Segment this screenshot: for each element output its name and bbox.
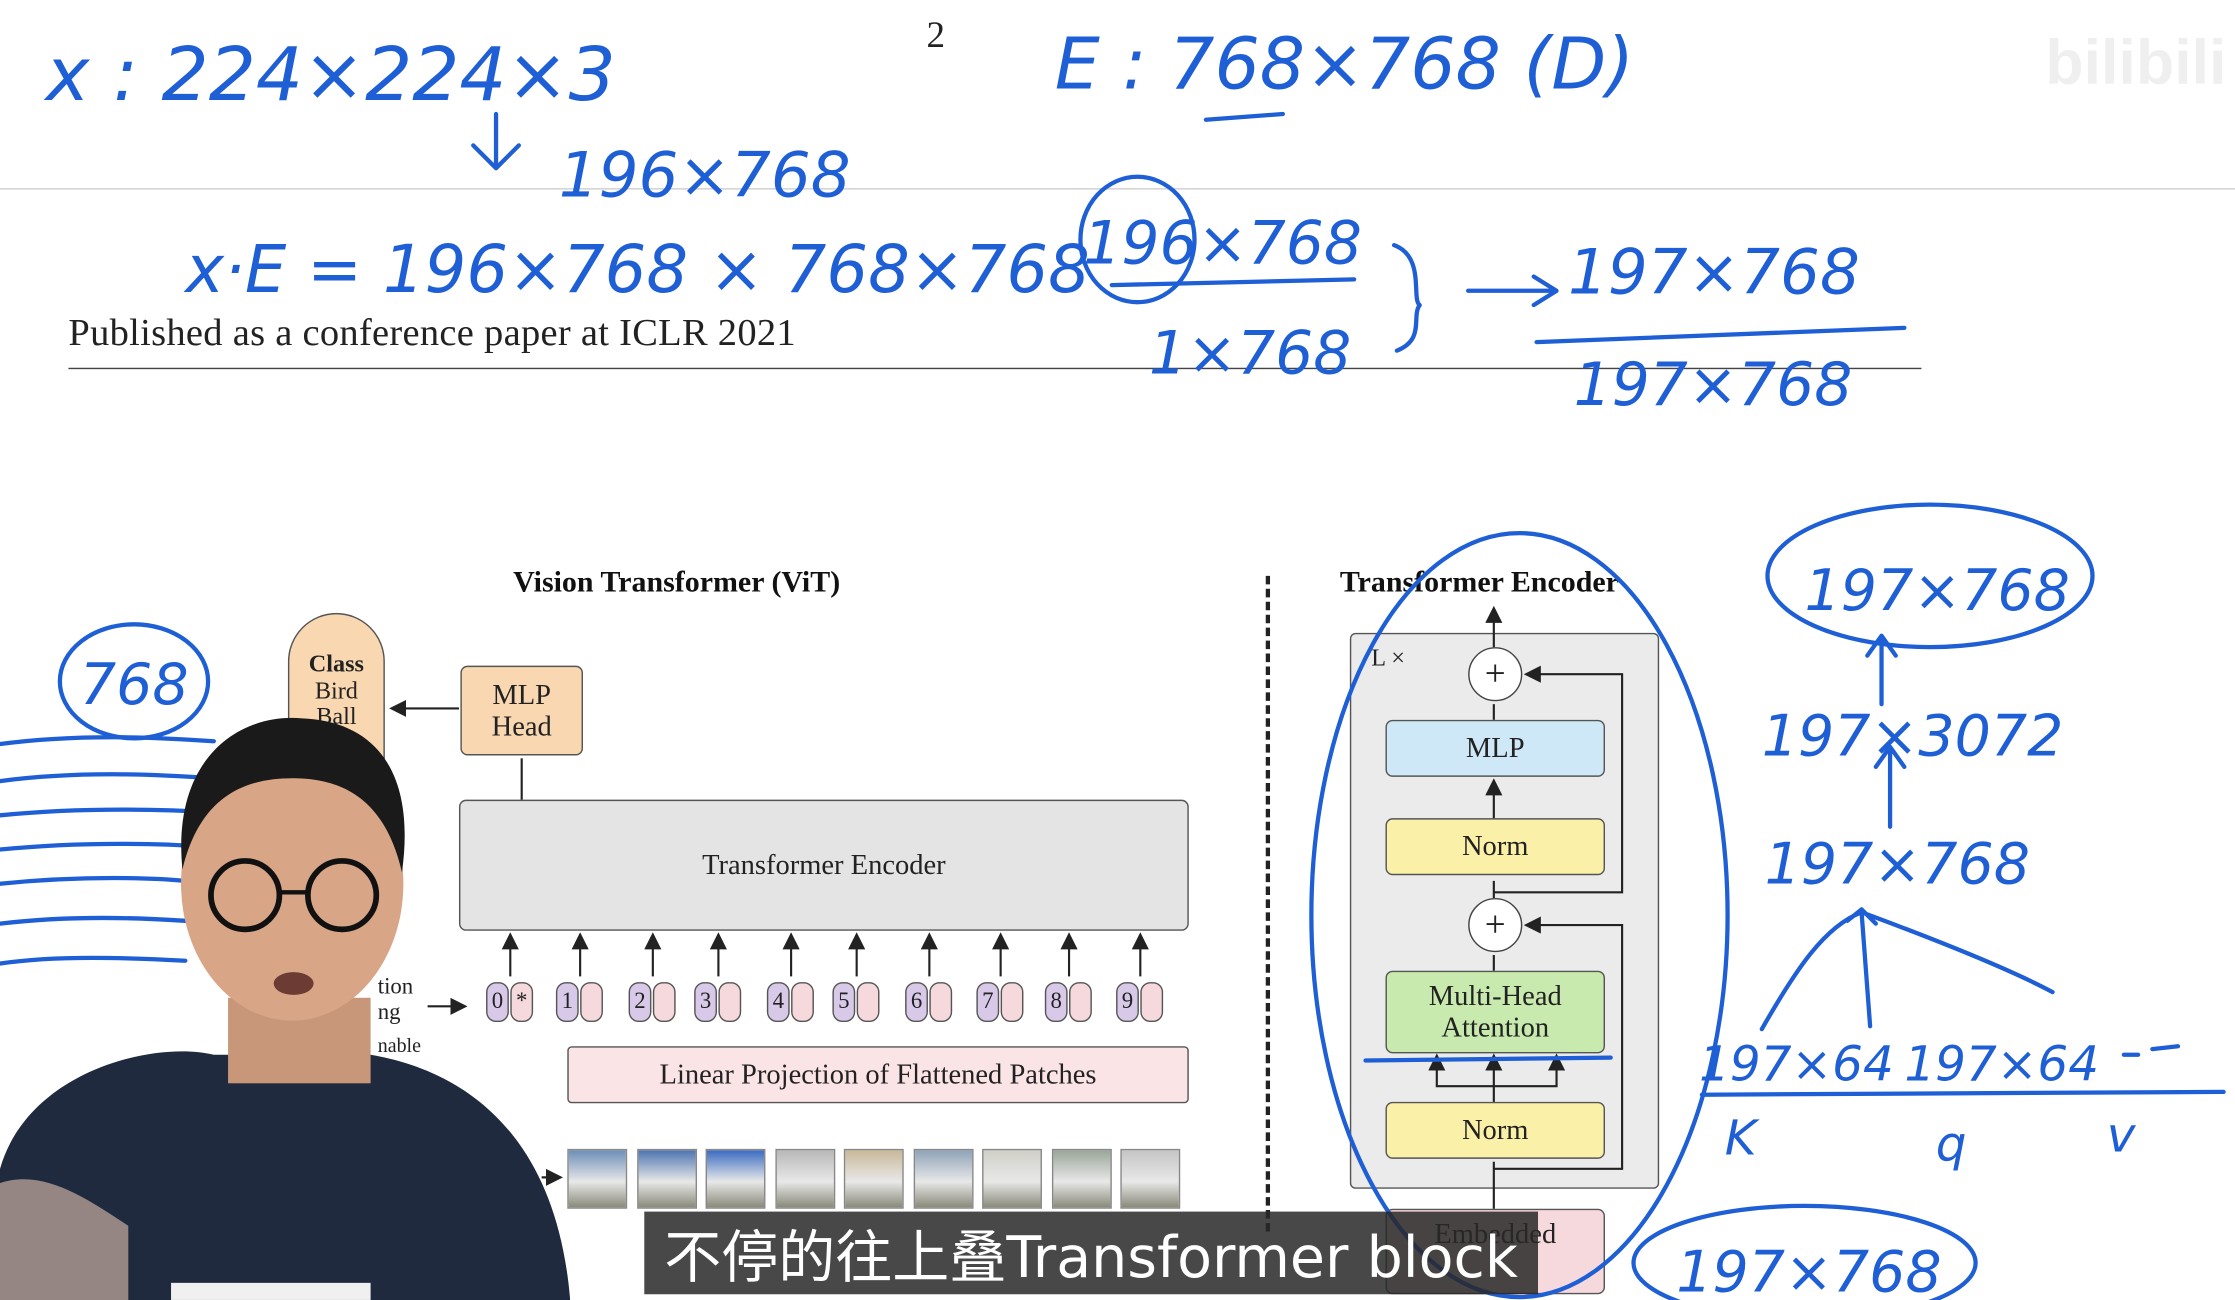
patch-embedding-token-0: * [510, 982, 534, 1023]
position-token-8: 8 [1044, 982, 1068, 1023]
image-patch-1 [567, 1148, 628, 1209]
presenter-webcam [0, 717, 571, 1300]
patch-embedding-token-9 [1140, 982, 1164, 1023]
patch-embedding-token-7 [1000, 982, 1024, 1023]
patch-embedding-token-1 [580, 982, 603, 1023]
image-patch-8 [1051, 1148, 1112, 1209]
image-patch-7 [982, 1148, 1042, 1209]
position-token-5: 5 [832, 982, 856, 1023]
patch-embedding-token-6 [929, 982, 953, 1023]
side-label-1: tion [377, 974, 414, 1000]
class-title: Class [308, 649, 364, 678]
paper-header: Published as a conference paper at ICLR … [68, 310, 796, 354]
header-rule [68, 367, 1922, 370]
patch-embedding-token-8 [1069, 982, 1092, 1023]
mlp-head-line1: MLP [492, 679, 552, 711]
side-label-3: nable [377, 1036, 421, 1058]
patch-embedding-token-5 [856, 982, 880, 1023]
position-token-2: 2 [628, 982, 652, 1023]
mlp-head-box: MLP Head [460, 665, 583, 756]
patch-embedding-token-2 [652, 982, 676, 1023]
image-patch-5 [843, 1148, 904, 1209]
vit-figure-title: Vision Transformer (ViT) [513, 564, 841, 599]
linear-projection-label: Linear Projection of Flattened Patches [659, 1059, 1097, 1091]
patch-embedding-token-3 [718, 982, 742, 1023]
position-token-9: 9 [1116, 982, 1139, 1023]
page-number: 2 [926, 14, 946, 56]
vit-encoder-label: Transformer Encoder [702, 849, 946, 881]
position-token-7: 7 [976, 982, 1000, 1023]
class-item-bird: Bird [314, 676, 358, 704]
linear-projection-box: Linear Projection of Flattened Patches [567, 1046, 1189, 1104]
image-patch-4 [774, 1148, 835, 1209]
figure-separator [1265, 575, 1271, 1232]
position-token-0: 0 [486, 982, 509, 1023]
position-token-1: 1 [555, 982, 579, 1023]
image-patch-6 [912, 1148, 973, 1209]
position-token-6: 6 [905, 982, 928, 1023]
patch-embedding-token-4 [791, 982, 814, 1023]
image-patch-2 [636, 1148, 697, 1209]
bilibili-watermark: bilibili [2045, 28, 2227, 99]
image-patch-9 [1120, 1148, 1181, 1209]
video-subtitle: 不停的往上叠Transformer block [644, 1211, 1538, 1295]
position-token-4: 4 [766, 982, 790, 1023]
image-patch-3 [705, 1148, 766, 1209]
side-label-2: ng [377, 1000, 401, 1025]
position-token-3: 3 [694, 982, 717, 1023]
vit-transformer-encoder-box: Transformer Encoder [458, 799, 1189, 931]
mlp-head-line2: Head [491, 710, 552, 742]
